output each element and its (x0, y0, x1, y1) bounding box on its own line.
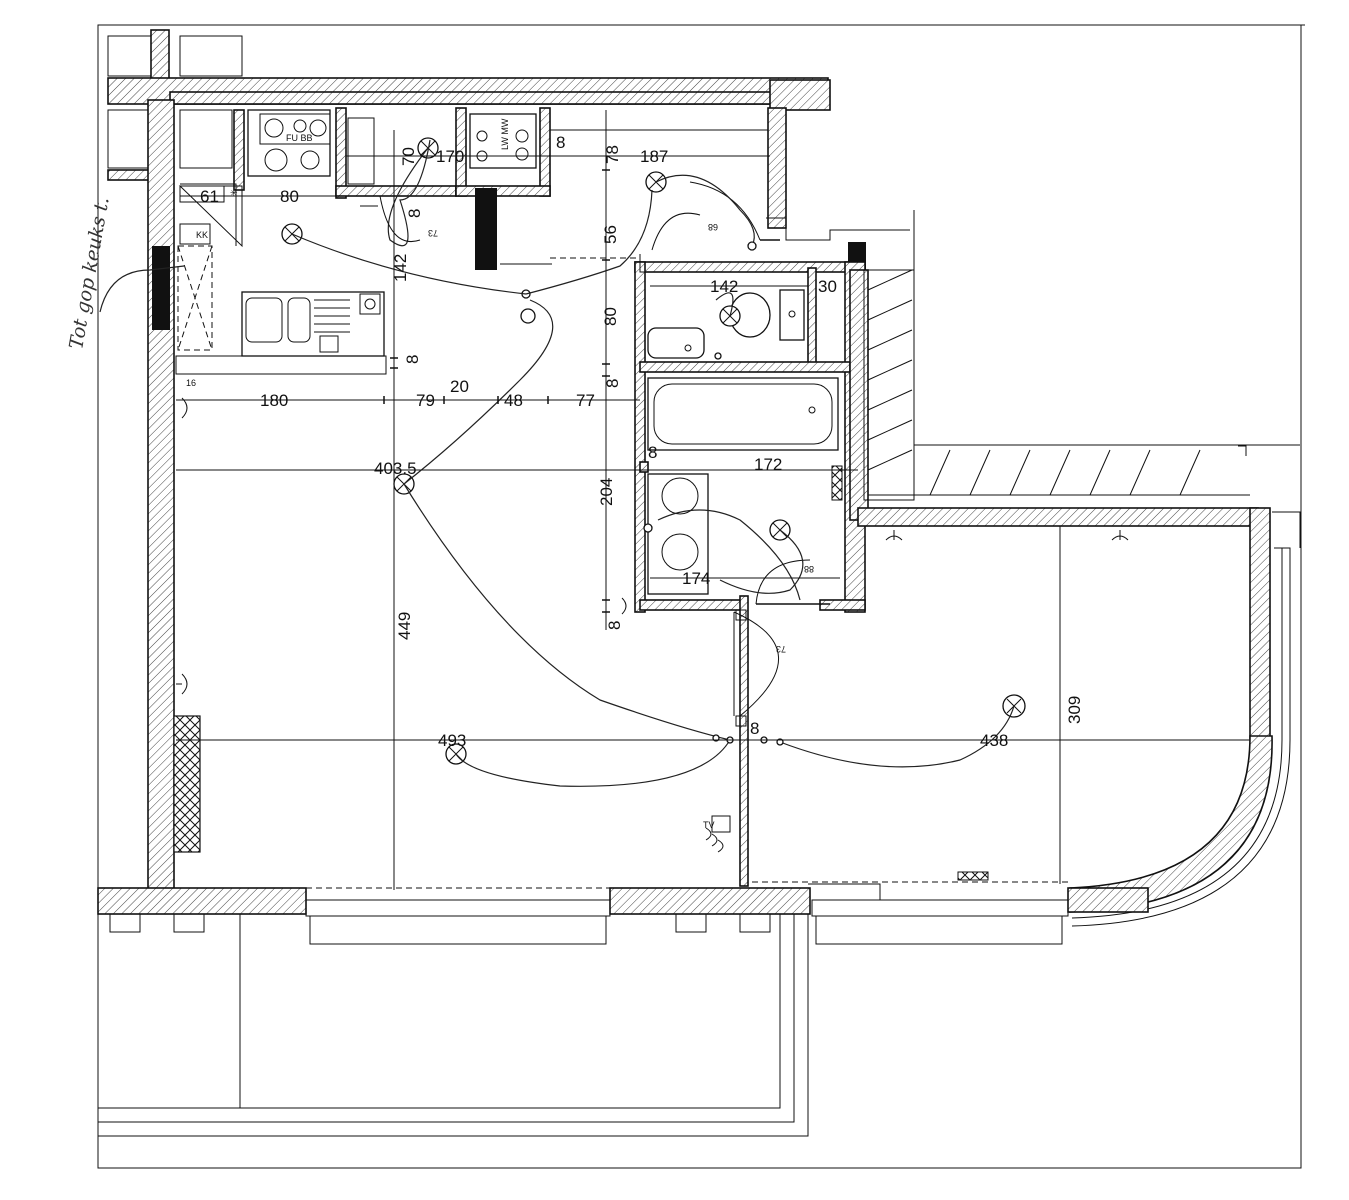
dim-kitchen-70: 70 (399, 147, 418, 166)
dim-living-493: 493 (438, 731, 466, 750)
dim-living-449: 449 (395, 612, 414, 640)
top-left-structure (107, 29, 243, 181)
dim-row-180: 180 (260, 391, 288, 410)
dim-hall-68: 68 (708, 222, 718, 232)
dim-kitchen-73: 73 (428, 228, 438, 238)
dim-bed-438: 438 (980, 731, 1008, 750)
dim-row-48: 48 (504, 391, 523, 410)
kitchen-walls (178, 107, 551, 270)
dim-kitchen-80: 80 (280, 187, 299, 206)
dim-bath-88: 88 (804, 564, 814, 574)
left-wall (147, 99, 175, 901)
dim-hall-187: 187 (640, 147, 668, 166)
dim-bed-309: 309 (1065, 696, 1084, 724)
dim-kitchen-8b: 8 (405, 209, 424, 218)
dim-bath-172: 172 (754, 455, 782, 474)
dim-kitchen-8c: 8 (403, 355, 422, 364)
socket-16-label: 16 (186, 378, 196, 388)
dim-hall-80: 80 (601, 307, 620, 326)
dim-bath-204: 204 (597, 478, 616, 506)
bedroom-walls (752, 507, 1301, 927)
dim-kitchen-170: 170 (436, 147, 464, 166)
staircase (863, 210, 1300, 501)
dim-living-403-5: 403.5 (374, 459, 417, 478)
dim-hall-78: 78 (603, 145, 622, 164)
dimension-labels: 70 170 8 78 187 61 80 8 73 56 68 142 142… (200, 133, 1084, 750)
wc-bath-block (634, 261, 1259, 887)
dim-hall-8: 8 (603, 379, 622, 388)
dim-row-20: 20 (450, 377, 469, 396)
kitchen-counter (175, 291, 387, 375)
doors (360, 195, 779, 727)
south-facade (97, 883, 1149, 945)
dim-door-73: 73 (776, 644, 786, 654)
dim-row-77: 77 (576, 391, 595, 410)
dim-row-79: 79 (416, 391, 435, 410)
cooktop: FU BB (247, 109, 331, 177)
handwritten-note: Tot gop keuks t. (65, 195, 113, 351)
dim-bath-8b: 8 (605, 621, 624, 630)
dim-hall-56: 56 (601, 225, 620, 244)
dim-wc-30: 30 (818, 277, 837, 296)
fridge-label: KK (196, 230, 208, 240)
wiring (291, 139, 1015, 787)
dim-bath-174: 174 (682, 569, 710, 588)
dim-kitchen-8: 8 (556, 133, 565, 152)
top-wall (107, 77, 831, 229)
tv-socket-label: TV (703, 820, 715, 830)
fridge-area: ✳ KK (177, 117, 375, 351)
dim-wc-142: 142 (710, 277, 738, 296)
sheet-frame (97, 24, 1305, 1169)
fridge-star: ✳ (230, 188, 238, 198)
washer-label: LW MW (500, 118, 510, 150)
cooktop-label: FU BB (286, 133, 313, 143)
dimension-lines (176, 110, 1250, 890)
dim-bath-8: 8 (648, 443, 657, 462)
dim-kitchen-61: 61 (200, 187, 219, 206)
radiator (173, 715, 201, 853)
terrace (98, 914, 809, 1137)
washer-closet: LW MW (469, 113, 537, 169)
dim-wall-8: 8 (750, 719, 759, 738)
dim-kitchen-142: 142 (391, 254, 410, 282)
